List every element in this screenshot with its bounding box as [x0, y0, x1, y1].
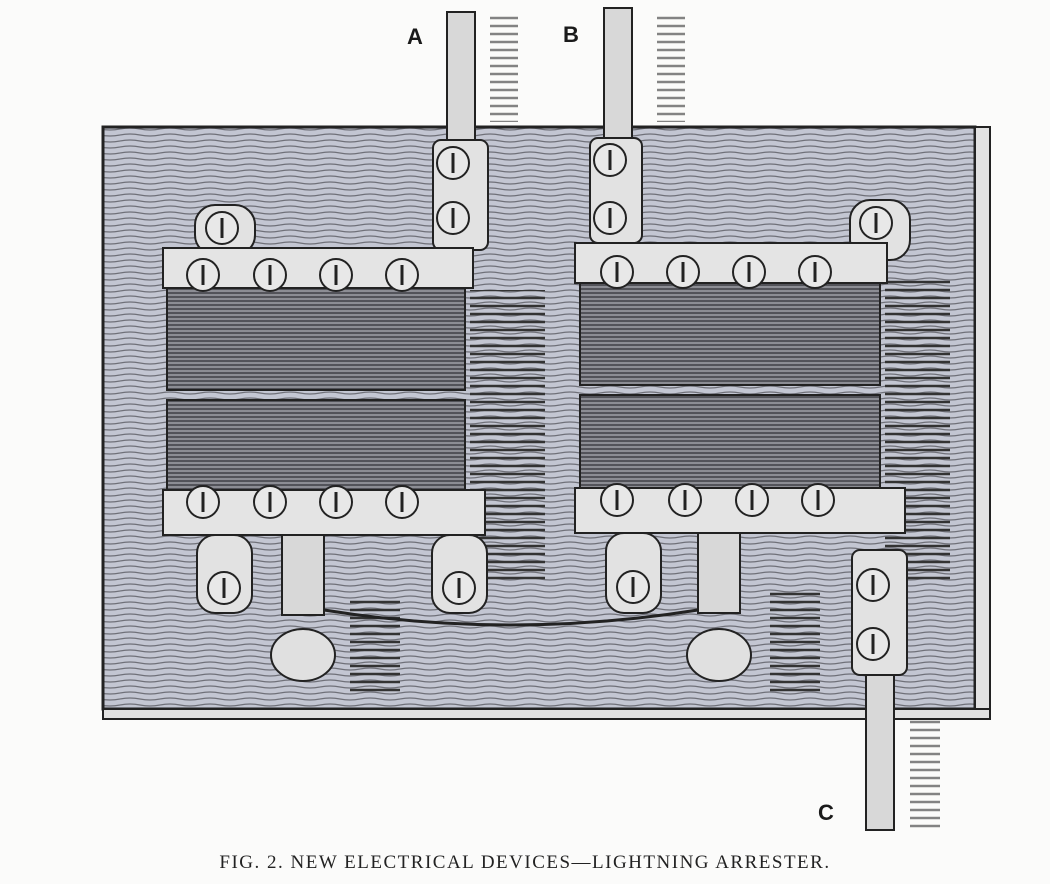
label-b: B — [563, 22, 579, 47]
clamp-a — [432, 139, 489, 251]
wire-c — [865, 669, 895, 831]
clamp-b — [589, 137, 643, 244]
wire-b — [603, 7, 633, 149]
arrester-right — [574, 199, 911, 682]
figure-caption: FIG. 2. NEW ELECTRICAL DEVICES—LIGHTNING… — [219, 852, 831, 873]
label-a: A — [407, 24, 423, 49]
clamp-c — [851, 549, 908, 676]
arrester-left — [162, 204, 488, 682]
label-c: C — [818, 800, 834, 825]
connecting-wire — [323, 608, 699, 627]
wire-a — [446, 11, 476, 148]
